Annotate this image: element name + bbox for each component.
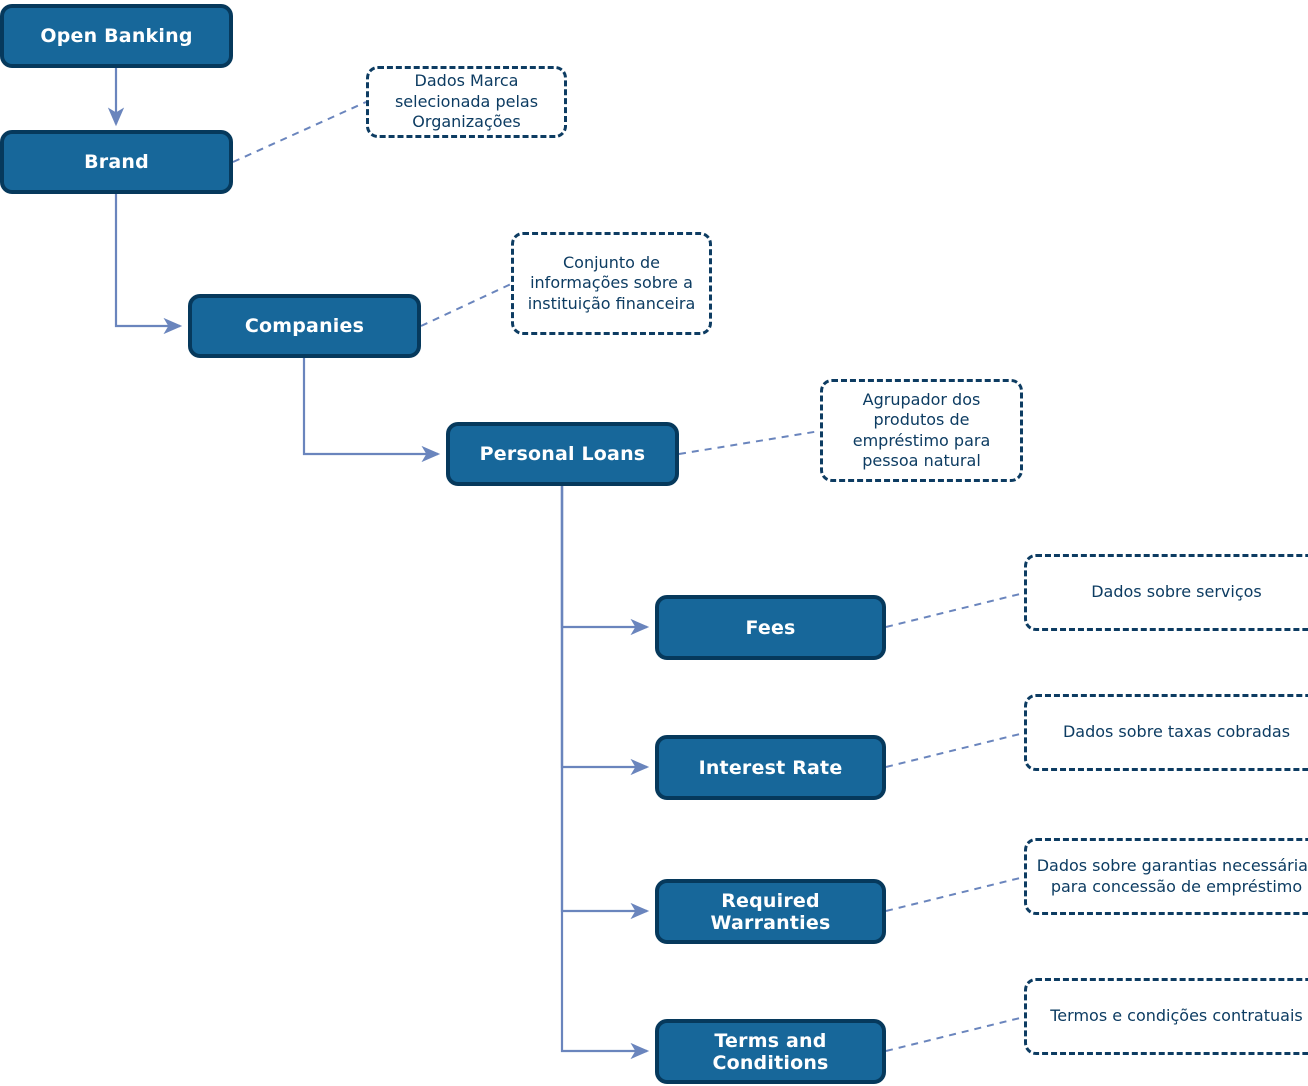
edge-personal-loans-terms	[560, 486, 650, 1060]
edge-personal-loans-interest	[560, 486, 650, 776]
note-brand: Dados Marca selecionada pelas Organizaçõ…	[366, 66, 567, 138]
note-text: Agrupador dos produtos de empréstimo par…	[852, 389, 991, 470]
note-text: Dados Marca selecionada pelas Organizaçõ…	[394, 71, 539, 132]
node-label: Brand	[84, 151, 149, 173]
node-required-warranties[interactable]: Required Warranties	[655, 879, 886, 944]
note-text: Dados sobre serviços	[1091, 582, 1262, 602]
note-fees: Dados sobre serviços	[1024, 554, 1308, 631]
node-label: Interest Rate	[698, 756, 843, 779]
note-text: Dados sobre taxas cobradas	[1062, 722, 1291, 742]
edge-brand-note	[232, 101, 367, 163]
node-personal-loans[interactable]: Personal Loans	[446, 422, 679, 486]
edge-personal-loans-warranties	[560, 486, 650, 920]
edge-companies-personal-loans	[302, 358, 441, 463]
note-text: Conjunto de informações sobre a institui…	[527, 252, 696, 313]
node-label: Personal Loans	[479, 443, 646, 465]
note-warranty: Dados sobre garantias necessárias para c…	[1024, 838, 1308, 915]
edge-fees-note	[885, 592, 1025, 628]
node-label: Companies	[244, 315, 365, 337]
node-interest-rate[interactable]: Interest Rate	[655, 735, 886, 800]
note-text: Termos e condições contratuais	[1050, 1006, 1303, 1026]
note-interest: Dados sobre taxas cobradas	[1024, 694, 1308, 771]
edge-personal-loans-fees	[560, 486, 650, 636]
edge-terms-note	[885, 1016, 1025, 1052]
note-terms: Termos e condições contratuais	[1024, 978, 1308, 1055]
edge-companies-note	[420, 283, 512, 327]
note-loans: Agrupador dos produtos de empréstimo par…	[820, 379, 1023, 482]
node-fees[interactable]: Fees	[655, 595, 886, 660]
note-text: Dados sobre garantias necessárias para c…	[1036, 856, 1308, 896]
node-terms-and-conditions[interactable]: Terms and Conditions	[655, 1019, 886, 1084]
note-companies: Conjunto de informações sobre a institui…	[511, 232, 712, 335]
node-companies[interactable]: Companies	[188, 294, 421, 358]
edge-interest-note	[885, 732, 1025, 768]
edge-personal-loans-note	[678, 430, 821, 455]
edge-warranties-note	[885, 876, 1025, 912]
node-label: Terms and Conditions	[712, 1029, 829, 1074]
node-label: Fees	[745, 616, 796, 639]
node-label: Open Banking	[40, 25, 193, 47]
node-open-banking[interactable]: Open Banking	[0, 4, 233, 68]
edge-brand-companies	[114, 194, 183, 335]
node-label: Required Warranties	[710, 889, 831, 934]
node-brand[interactable]: Brand	[0, 130, 233, 194]
